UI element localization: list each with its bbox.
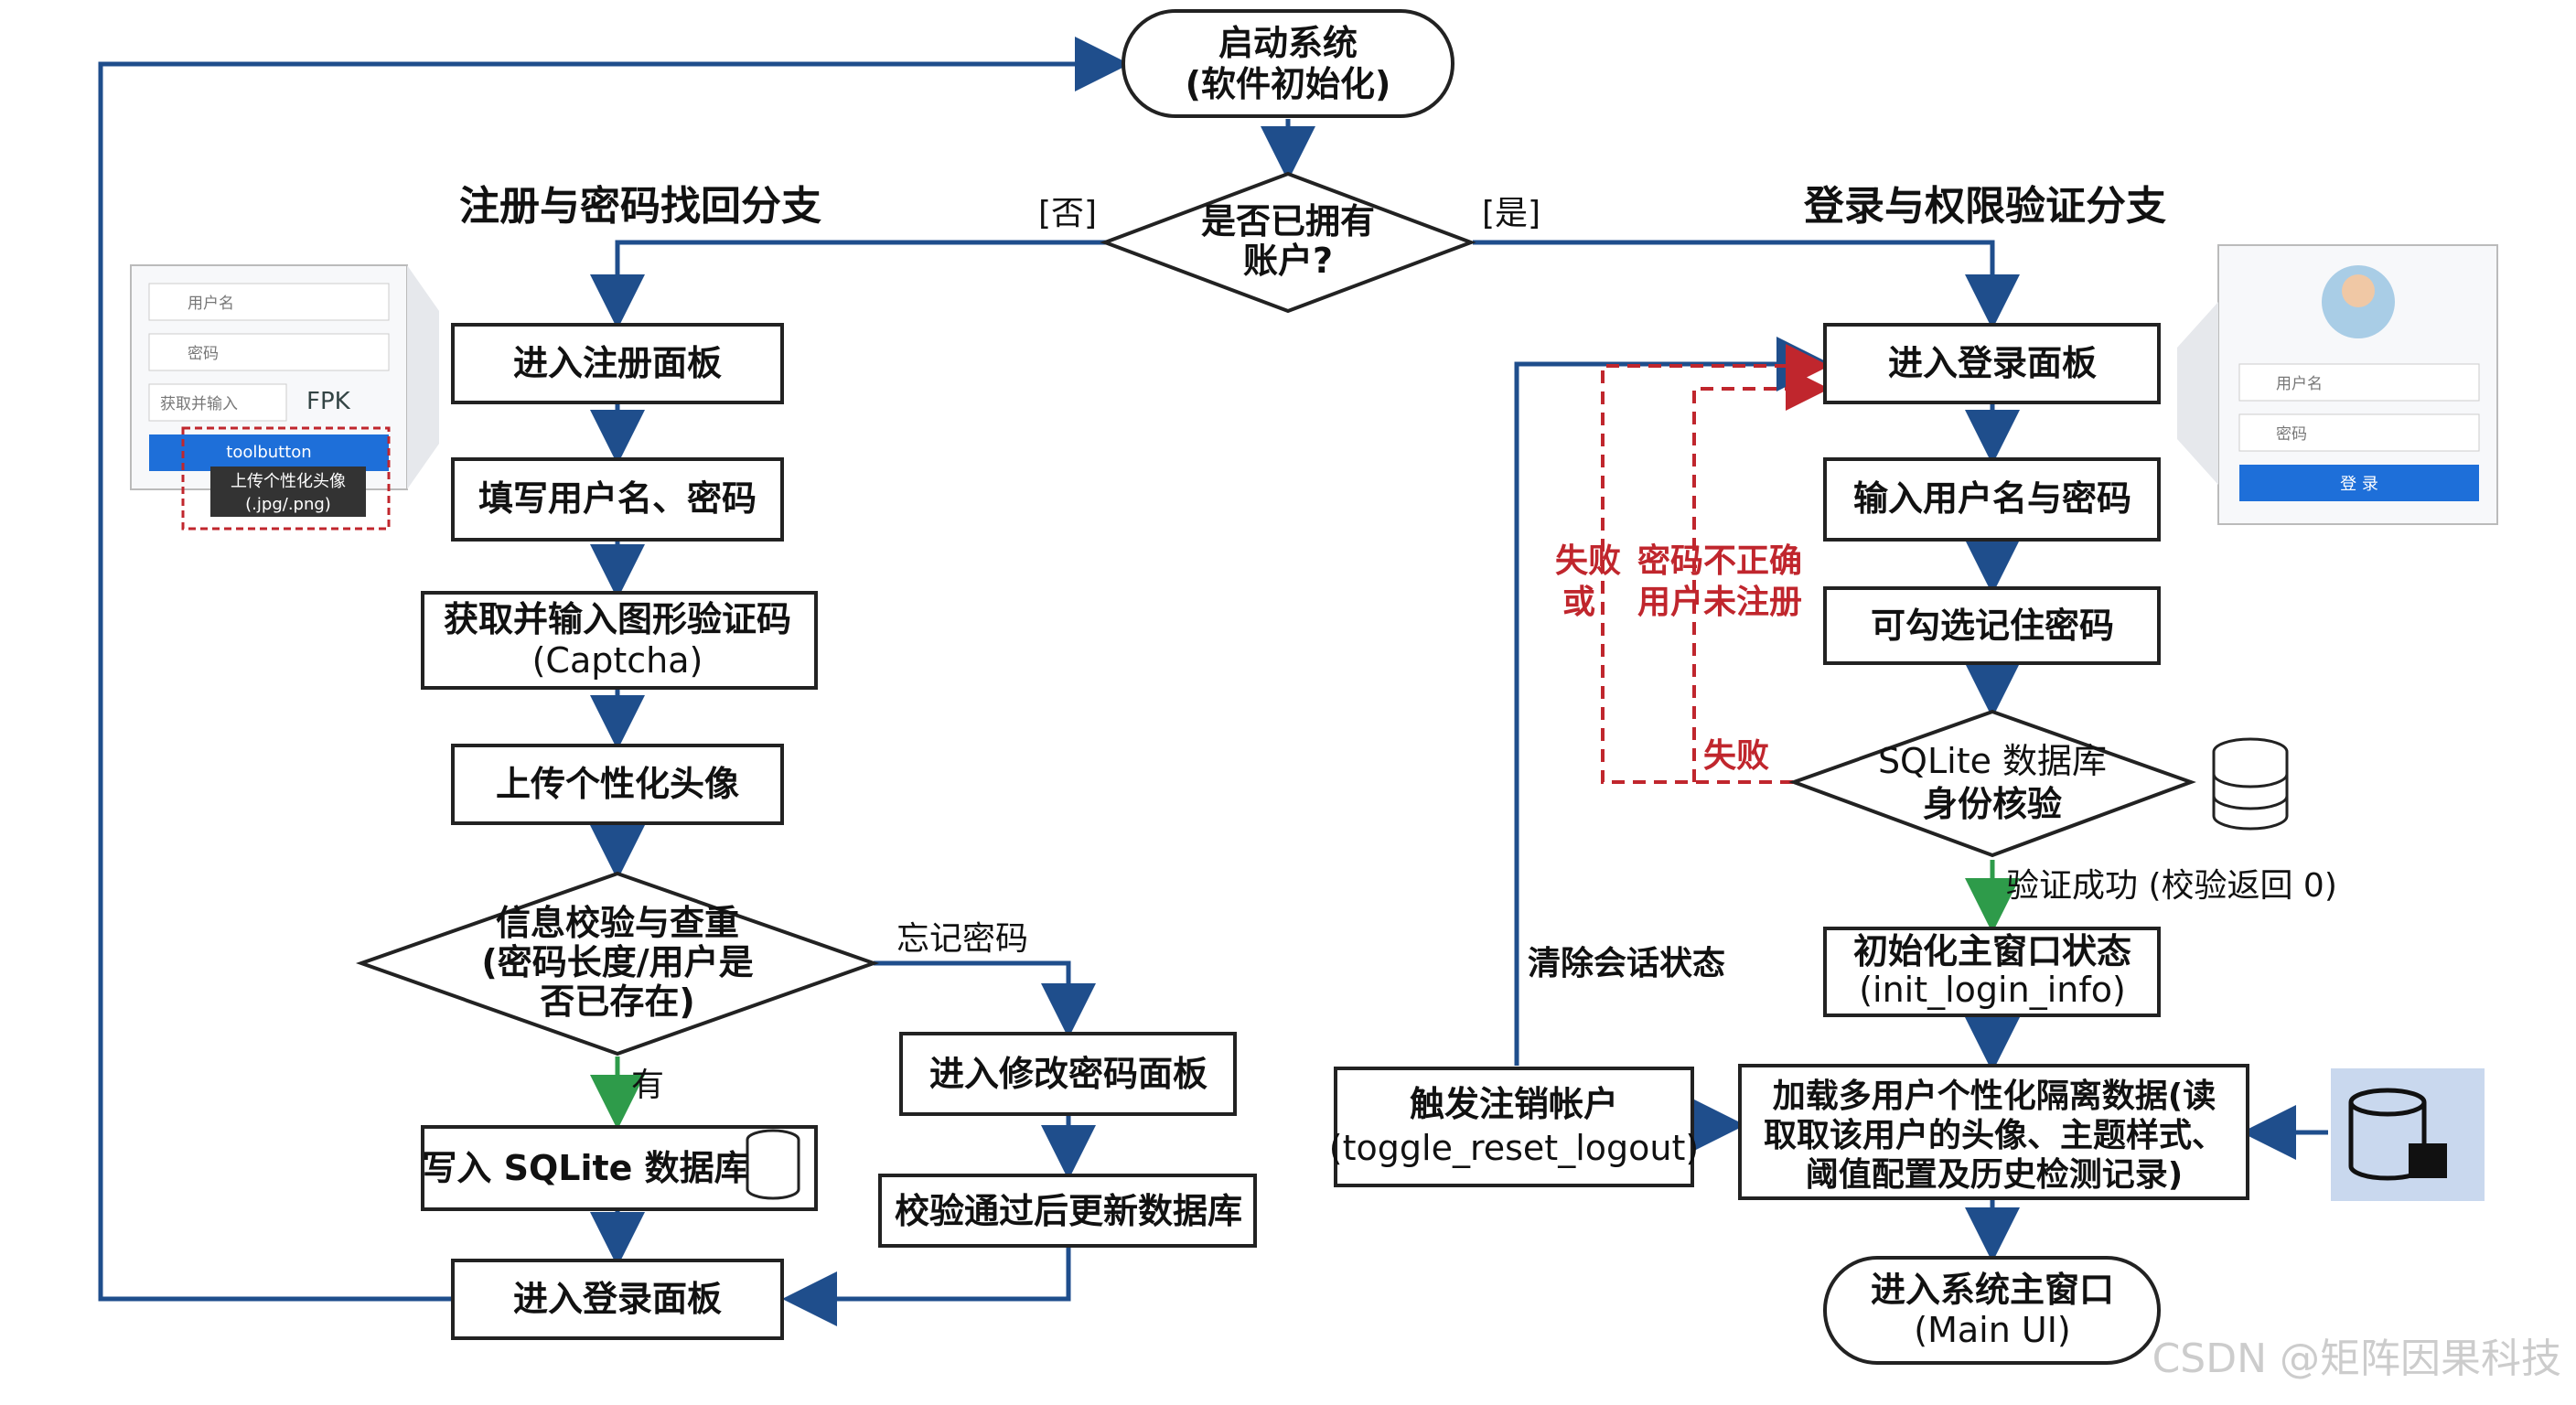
- label-has: 有: [631, 1067, 664, 1104]
- node-captcha-sub: (Captcha): [532, 640, 703, 681]
- mock-reg-password: 密码: [188, 345, 219, 363]
- node-check-1: 信息校验与查重: [496, 903, 739, 943]
- node-modify-pwd: 进入修改密码面板: [929, 1054, 1208, 1094]
- mock-login-username: 用户名: [2276, 375, 2323, 393]
- label-yes: [是]: [1482, 195, 1540, 232]
- login-mockup: [2177, 244, 2498, 525]
- right-branch-title: 登录与权限验证分支: [1803, 183, 2166, 230]
- node-input-user: 输入用户名与密码: [1853, 478, 2131, 519]
- label-forgot: 忘记密码: [896, 920, 1028, 958]
- label-clear-session: 清除会话状态: [1528, 945, 1725, 982]
- node-main-ui-sub: (Main UI): [1914, 1310, 2070, 1350]
- label-success: 验证成功 (校验返回 0): [2006, 867, 2337, 905]
- mock-reg-button: toolbutton: [226, 443, 311, 462]
- label-fail: 失败: [1703, 737, 1769, 775]
- mock-reg-tooltip2: (.jpg/.png): [245, 495, 331, 514]
- start-line2: (软件初始化): [1186, 64, 1391, 104]
- node-load-3: 阈值配置及历史检测记录): [1806, 1156, 2183, 1194]
- mock-reg-username: 用户名: [188, 295, 234, 313]
- node-update-db: 校验通过后更新数据库: [895, 1191, 1242, 1231]
- node-logout-sub: (toggle_reset_logout): [1329, 1128, 1699, 1168]
- node-login-panel: 进入登录面板: [1888, 343, 2097, 383]
- left-branch-title: 注册与密码找回分支: [459, 183, 821, 230]
- label-fail-or-2: 或: [1562, 584, 1595, 621]
- node-load-1: 加载多用户个性化隔离数据(读: [1773, 1078, 2216, 1115]
- node-check-2: (密码长度/用户是: [481, 942, 753, 982]
- node-init-window: 初始化主窗口状态: [1853, 931, 2131, 971]
- node-register-panel: 进入注册面板: [513, 343, 722, 383]
- mock-reg-captcha-img: FPK: [306, 388, 351, 415]
- label-pwd-wrong-2: 用户未注册: [1637, 584, 1802, 621]
- decision-line1: 是否已拥有: [1201, 201, 1375, 241]
- label-fail-or-1: 失败: [1555, 542, 1621, 580]
- node-remember: 可勾选记住密码: [1871, 606, 2114, 646]
- mock-reg-tooltip1: 上传个性化头像: [231, 472, 346, 491]
- connectors: [98, 37, 2328, 1326]
- mock-reg-captcha: 获取并输入: [160, 395, 238, 413]
- node-logout: 触发注销帐户: [1410, 1084, 1618, 1124]
- label-pwd-wrong-1: 密码不正确: [1637, 542, 1802, 580]
- node-write-db: 写入 SQLite 数据库: [422, 1148, 748, 1188]
- node-main-ui: 进入系统主窗口: [1871, 1270, 2114, 1310]
- node-init-window-sub: (init_login_info): [1859, 970, 2126, 1010]
- mock-login-password: 密码: [2276, 425, 2307, 444]
- label-no: [否]: [1038, 195, 1097, 232]
- register-mockup: [130, 264, 439, 531]
- node-captcha: 获取并输入图形验证码: [444, 599, 791, 639]
- node-db-check-1: SQLite 数据库: [1878, 741, 2107, 781]
- watermark: CSDN @矩阵因果科技: [2152, 1335, 2561, 1382]
- node-load-2: 取取该用户的头像、主题样式、: [1764, 1117, 2225, 1154]
- start-line1: 启动系统: [1218, 23, 1358, 63]
- node-left-login-panel: 进入登录面板: [513, 1279, 722, 1319]
- mock-login-button: 登 录: [2340, 475, 2378, 494]
- node-fill-user: 填写用户名、密码: [478, 478, 757, 519]
- node-check-3: 否已存在): [540, 981, 694, 1022]
- node-avatar: 上传个性化头像: [496, 764, 739, 804]
- node-db-check-2: 身份核验: [1923, 784, 2062, 824]
- decision-line2: 账户?: [1243, 241, 1333, 281]
